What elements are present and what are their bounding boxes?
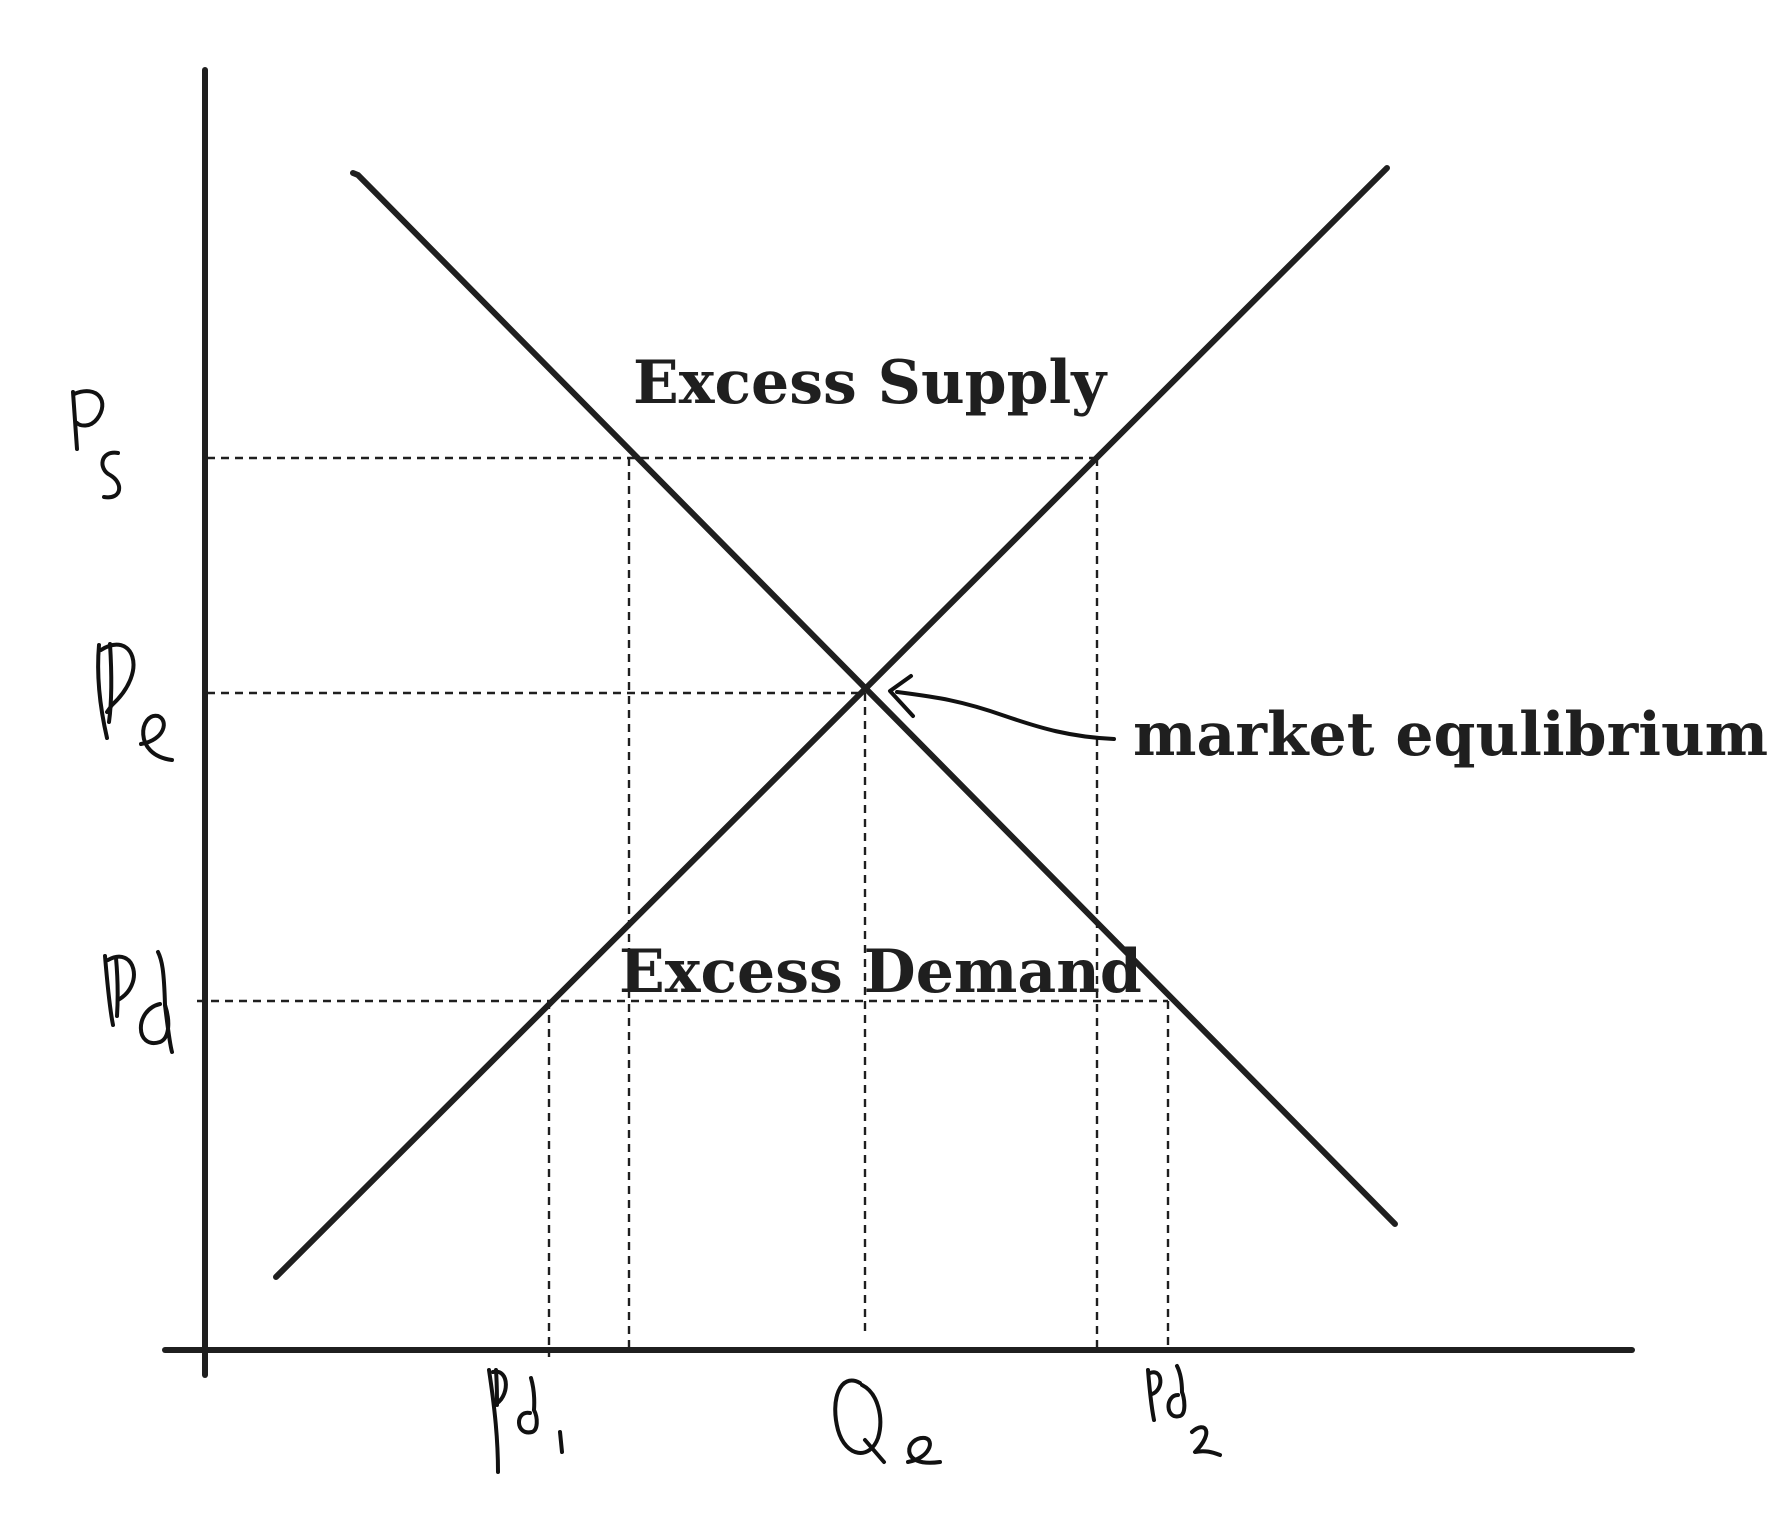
supply-curve (273, 165, 1390, 1280)
guide-lines (197, 456, 1170, 1357)
equilibrium-arrow (888, 674, 1116, 741)
pe-handwritten-label (96, 642, 174, 762)
demand-curve (350, 170, 1398, 1227)
pd2-handwritten-label (1146, 1364, 1222, 1457)
excess-demand-label: Excess Demand (619, 937, 1142, 1007)
excess-supply-label: Excess Supply (633, 348, 1108, 418)
pd1-handwritten-label (487, 1368, 564, 1474)
qe-handwritten-label (833, 1378, 942, 1465)
ps-handwritten-label (71, 389, 121, 500)
pd-handwritten-label (103, 950, 174, 1054)
market-equilibrium-label: market equlibrium (1133, 700, 1768, 770)
